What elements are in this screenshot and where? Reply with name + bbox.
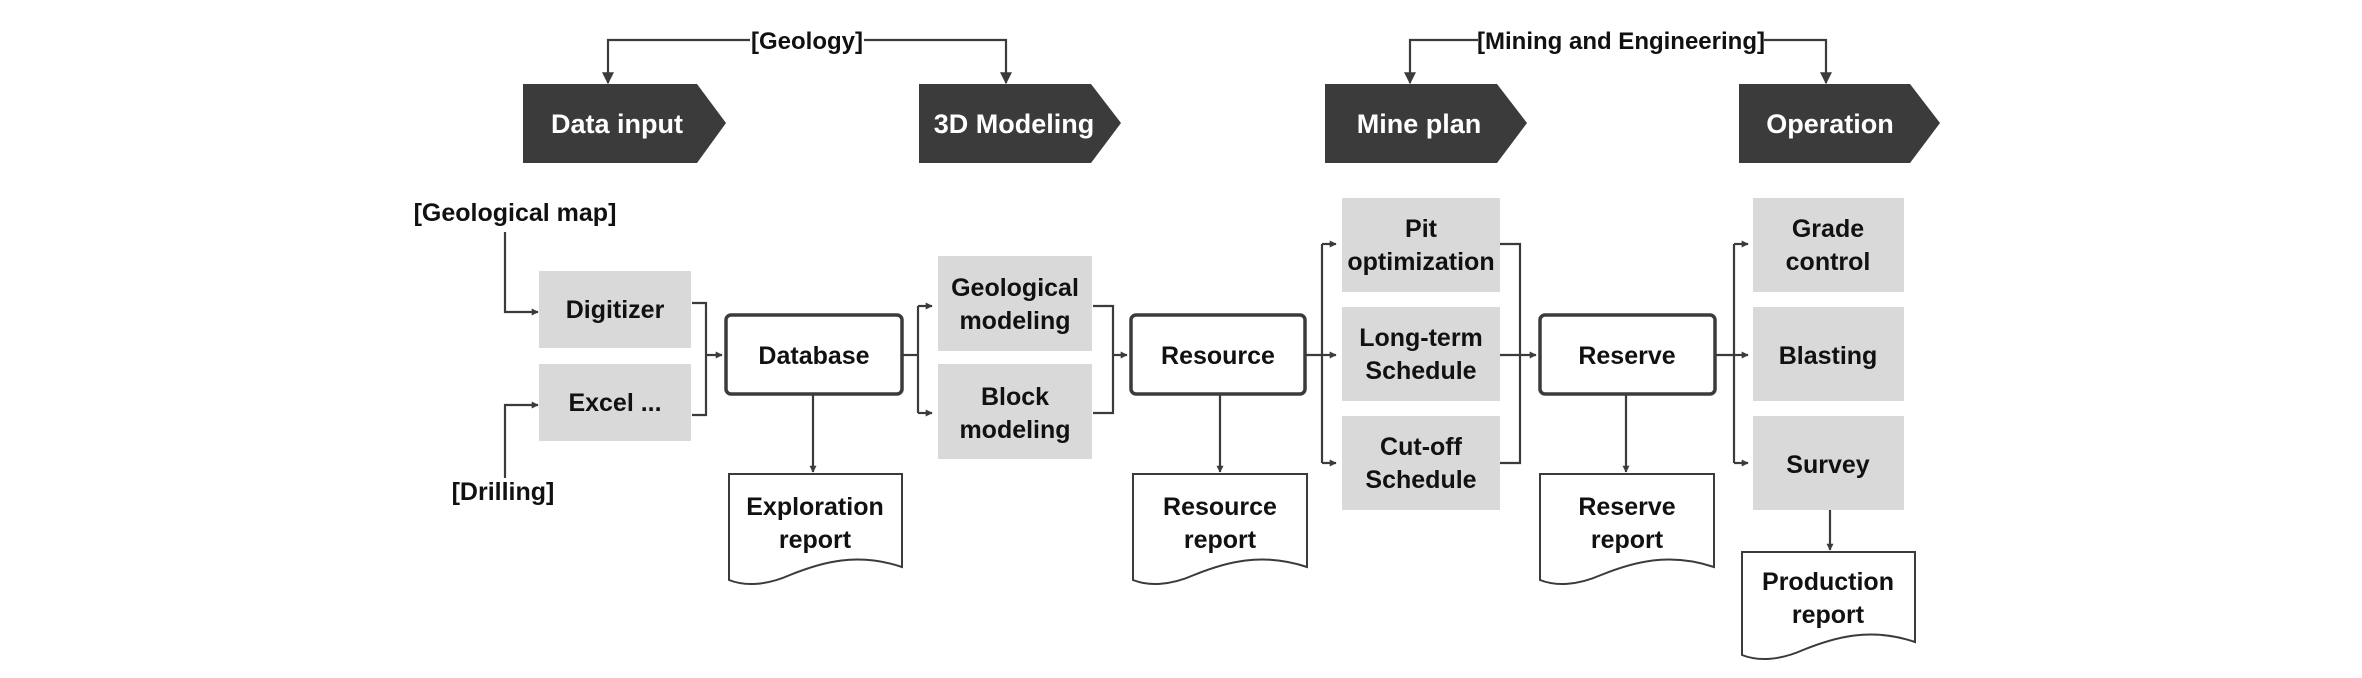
source-drilling: [Drilling]	[452, 478, 555, 506]
report-production: Production report	[1741, 551, 1916, 661]
report-exploration: Exploration report	[728, 473, 903, 586]
node-long-term-schedule: Long-term Schedule	[1342, 307, 1500, 401]
stage-operation-label: Operation	[1766, 109, 1894, 139]
node-excel-label: Excel ...	[568, 389, 661, 417]
node-geological-modeling-line2: modeling	[959, 307, 1070, 335]
connectors	[503, 232, 1834, 551]
node-digitizer: Digitizer	[539, 271, 691, 348]
report-production-line2: report	[1792, 601, 1865, 629]
stage-3d-modeling: 3D Modeling	[919, 84, 1121, 163]
node-long-term-schedule-line2: Schedule	[1365, 357, 1476, 385]
stage-mine-plan-label: Mine plan	[1357, 109, 1482, 139]
node-block-modeling: Block modeling	[938, 364, 1092, 459]
node-resource-label: Resource	[1161, 342, 1275, 370]
node-pit-optimization-line1: Pit	[1405, 215, 1438, 243]
node-database-label: Database	[758, 342, 869, 370]
geology-group-label: [Geology]	[751, 28, 863, 55]
stage-mine-plan: Mine plan	[1325, 84, 1527, 163]
node-block-modeling-line1: Block	[981, 383, 1049, 411]
report-reserve-line2: report	[1591, 526, 1664, 554]
stage-operation: Operation	[1739, 84, 1940, 163]
node-database: Database	[724, 313, 904, 396]
node-survey: Survey	[1753, 416, 1904, 510]
node-cutoff-schedule-line2: Schedule	[1365, 466, 1476, 494]
report-resource: Resource report	[1132, 473, 1308, 586]
mining-engineering-group-label: [Mining and Engineering]	[1477, 28, 1765, 55]
mining-engineering-bracket: [Mining and Engineering]	[1404, 28, 1832, 85]
source-geological-map: [Geological map]	[414, 199, 617, 227]
node-digitizer-label: Digitizer	[566, 296, 665, 324]
node-resource: Resource	[1129, 313, 1307, 396]
node-blasting-label: Blasting	[1779, 342, 1878, 370]
report-resource-line2: report	[1184, 526, 1257, 554]
stage-data-input-label: Data input	[551, 109, 683, 139]
report-exploration-line2: report	[779, 526, 852, 554]
stage-data-input: Data input	[523, 84, 726, 163]
report-reserve-line1: Reserve	[1578, 493, 1675, 521]
report-reserve: Reserve report	[1539, 473, 1715, 586]
node-pit-optimization-line2: optimization	[1347, 248, 1494, 276]
report-resource-line1: Resource	[1163, 493, 1277, 521]
node-survey-label: Survey	[1786, 451, 1869, 479]
node-cutoff-schedule: Cut-off Schedule	[1342, 416, 1500, 510]
node-long-term-schedule-line1: Long-term	[1359, 324, 1483, 352]
node-grade-control-line2: control	[1786, 248, 1871, 276]
report-production-line1: Production	[1762, 568, 1894, 596]
node-block-modeling-line2: modeling	[959, 416, 1070, 444]
node-grade-control: Grade control	[1753, 198, 1904, 292]
node-geological-modeling: Geological modeling	[938, 256, 1092, 351]
node-cutoff-schedule-line1: Cut-off	[1380, 433, 1463, 461]
node-reserve-label: Reserve	[1578, 342, 1675, 370]
node-pit-optimization: Pit optimization	[1342, 198, 1500, 292]
geology-bracket: [Geology]	[602, 28, 1012, 85]
node-grade-control-line1: Grade	[1792, 215, 1864, 243]
report-exploration-line1: Exploration	[746, 493, 884, 521]
stage-3d-modeling-label: 3D Modeling	[934, 109, 1095, 139]
node-blasting: Blasting	[1753, 307, 1904, 401]
node-reserve: Reserve	[1538, 313, 1717, 396]
node-geological-modeling-line1: Geological	[951, 274, 1079, 302]
node-excel: Excel ...	[539, 364, 691, 441]
